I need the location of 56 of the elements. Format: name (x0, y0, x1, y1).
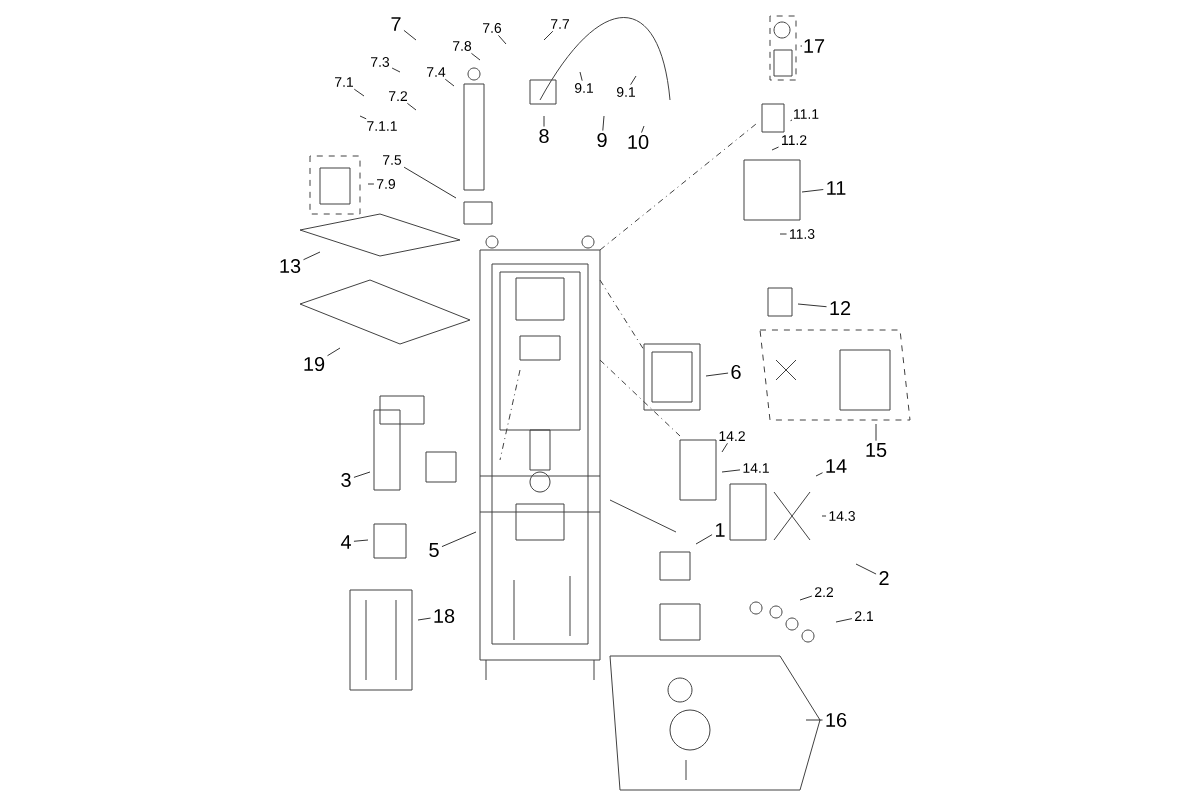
leader-line (543, 30, 554, 41)
leader-line (444, 78, 455, 87)
leader-line (353, 88, 365, 97)
leader-line (721, 442, 728, 453)
leader-line (327, 347, 341, 357)
callout-number: 4 (340, 535, 351, 549)
leader-line (602, 115, 605, 131)
leader-line (406, 102, 417, 111)
leader-line (353, 471, 371, 478)
leader-line (403, 166, 457, 199)
callout-number: 12 (830, 301, 851, 315)
callout-number: 8 (539, 128, 549, 144)
leader-line (821, 515, 827, 517)
callout-number: 6 (731, 364, 741, 380)
leader-line (875, 423, 877, 442)
callout-number: 14 (826, 459, 847, 473)
leader-line (705, 372, 729, 377)
callout-number: 13 (280, 258, 301, 274)
leader-line (835, 618, 853, 623)
callout-number: 16 (826, 712, 847, 728)
leader-line (498, 34, 507, 45)
callout-number: 7 (391, 17, 401, 31)
leader-line (630, 75, 637, 86)
callout-number: 5 (429, 543, 439, 557)
callout-number: 9 (597, 132, 607, 148)
leader-line (543, 115, 545, 127)
callout-number: 19 (304, 356, 325, 372)
leader-line (403, 29, 417, 41)
callout-number: 1 (716, 523, 725, 537)
callout-number: 10 (628, 134, 649, 150)
leader-line (801, 189, 824, 193)
leader-line (471, 52, 481, 61)
leader-line (721, 469, 741, 473)
leader-line (359, 115, 367, 120)
leader-line (641, 125, 645, 133)
callout-number: 2 (879, 571, 889, 585)
leader-line (353, 539, 369, 542)
leader-line (391, 67, 401, 73)
leader-line (303, 251, 321, 261)
leader-line (797, 303, 827, 308)
leader-line (771, 146, 779, 151)
callout-number: 11 (827, 181, 846, 195)
callout-number: 17 (804, 39, 825, 53)
callout-number: 18 (434, 608, 455, 624)
leader-line (441, 531, 477, 547)
leader-line (417, 617, 431, 621)
leader-line (855, 563, 877, 575)
leader-line (695, 534, 713, 545)
leader-line (779, 233, 787, 235)
leader-line (367, 183, 375, 185)
leader-line (805, 719, 823, 721)
leader-line (579, 71, 583, 82)
leader-line (815, 472, 823, 477)
callout-number: 15 (866, 443, 887, 457)
callout-number: 3 (341, 472, 351, 488)
leader-line (799, 595, 813, 601)
